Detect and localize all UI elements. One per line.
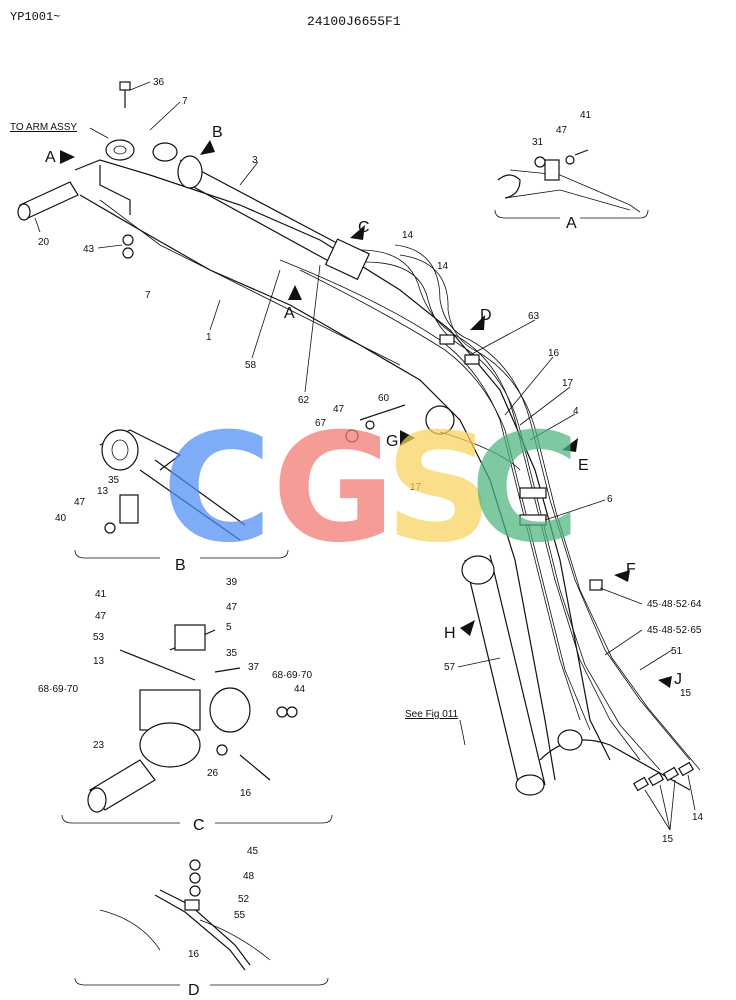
boom-assembly: [17, 81, 701, 796]
part-label: 35: [108, 475, 120, 486]
part-label: 4: [573, 406, 579, 417]
callout-d: D: [480, 307, 492, 324]
detail-label-a: A: [566, 215, 577, 232]
arrow-g: [400, 430, 415, 446]
part-label: 43: [83, 244, 95, 255]
part-label: 44: [294, 684, 306, 695]
part-label: 23: [93, 740, 105, 751]
part-label: 63: [528, 311, 540, 322]
part-label: 45·48·52·65: [647, 625, 702, 636]
part-label: 15: [680, 688, 692, 699]
part-label: 57: [444, 662, 456, 673]
part-label: 47: [333, 404, 345, 415]
callout-e: E: [578, 457, 589, 474]
arrow-b: [200, 140, 215, 155]
arrow-f: [614, 570, 630, 582]
leader-lines: [34, 81, 696, 831]
part-label: 17: [410, 482, 422, 493]
part-label: 62: [298, 395, 310, 406]
part-label: 68·69·70: [272, 670, 312, 681]
part-label: 36: [153, 77, 165, 88]
part-label: 14: [437, 261, 449, 272]
part-label: 47: [95, 611, 107, 622]
part-label: 45·48·52·64: [647, 599, 702, 610]
part-label: 15: [662, 834, 674, 845]
part-label: 17: [562, 378, 574, 389]
arrow-d: [470, 315, 485, 330]
part-label: 16: [240, 788, 252, 799]
part-label: 37: [248, 662, 260, 673]
callout-a-top: A: [45, 149, 56, 166]
detail-label-b: B: [175, 557, 186, 574]
part-label: 67: [315, 418, 327, 429]
cgsc-watermark: C G S C: [162, 402, 580, 576]
model-code: YP1001~: [10, 10, 61, 24]
detail-d: [74, 859, 329, 986]
part-label: 55: [234, 910, 246, 921]
arrow-a2: [288, 285, 302, 300]
callout-j: J: [674, 671, 682, 688]
part-label: 31: [532, 137, 544, 148]
part-label: 47: [74, 497, 86, 508]
part-label: 41: [95, 589, 107, 600]
part-label: 60: [378, 393, 390, 404]
part-label: 16: [548, 348, 560, 359]
part-label: 39: [226, 577, 238, 588]
detail-label-c: C: [193, 817, 205, 834]
part-label: 47: [226, 602, 238, 613]
callout-g: G: [386, 433, 398, 450]
detail-b: [74, 429, 289, 559]
part-label: 13: [93, 656, 105, 667]
arrow-a1: [60, 150, 75, 164]
part-label: 58: [245, 360, 257, 371]
part-label: 7: [145, 290, 151, 301]
callout-h: H: [444, 625, 456, 642]
part-number: 24100J6655F1: [307, 14, 401, 29]
part-label: 40: [55, 513, 67, 524]
part-label: 51: [671, 646, 683, 657]
part-numbers: 36 7 3 20 43 7 1 58 62 14 14 63 16 17 4 …: [38, 77, 704, 960]
callout-c: C: [358, 219, 370, 236]
watermark-letter-s: S: [385, 402, 493, 576]
watermark-letter-c2: C: [470, 402, 580, 576]
part-label: 20: [38, 237, 50, 248]
note-see-fig: See Fig 011: [405, 709, 459, 720]
part-label: 48: [243, 871, 255, 882]
part-label: 14: [692, 812, 704, 823]
detail-label-d: D: [188, 982, 200, 999]
arrow-j: [658, 676, 672, 688]
part-label: 47: [556, 125, 568, 136]
arrow-e: [562, 438, 578, 452]
part-label: 53: [93, 632, 105, 643]
part-label: 35: [226, 648, 238, 659]
part-label: 6: [607, 494, 613, 505]
part-label: 45: [247, 846, 259, 857]
callout-f: F: [626, 561, 636, 578]
watermark-letter-g: G: [272, 402, 395, 576]
part-label: 52: [238, 894, 250, 905]
part-label: 1: [206, 332, 212, 343]
part-label: 14: [402, 230, 414, 241]
part-label: 16: [188, 949, 200, 960]
part-label: 26: [207, 768, 219, 779]
part-label: 41: [580, 110, 592, 121]
arrow-c: [350, 225, 365, 240]
detail-c: [61, 624, 333, 824]
callout-a-mid: A: [284, 305, 295, 322]
arrow-h: [460, 620, 475, 636]
callout-arrows: [60, 140, 672, 688]
watermark-letter-c1: C: [162, 402, 272, 576]
part-label: 5: [226, 622, 232, 633]
part-label: 3: [252, 155, 258, 166]
note-to-arm: TO ARM ASSY: [10, 122, 77, 133]
part-label: 7: [182, 96, 188, 107]
detail-a: [494, 149, 649, 219]
part-label: 68·69·70: [38, 684, 78, 695]
callout-b: B: [212, 124, 223, 141]
part-label: 13: [97, 486, 109, 497]
